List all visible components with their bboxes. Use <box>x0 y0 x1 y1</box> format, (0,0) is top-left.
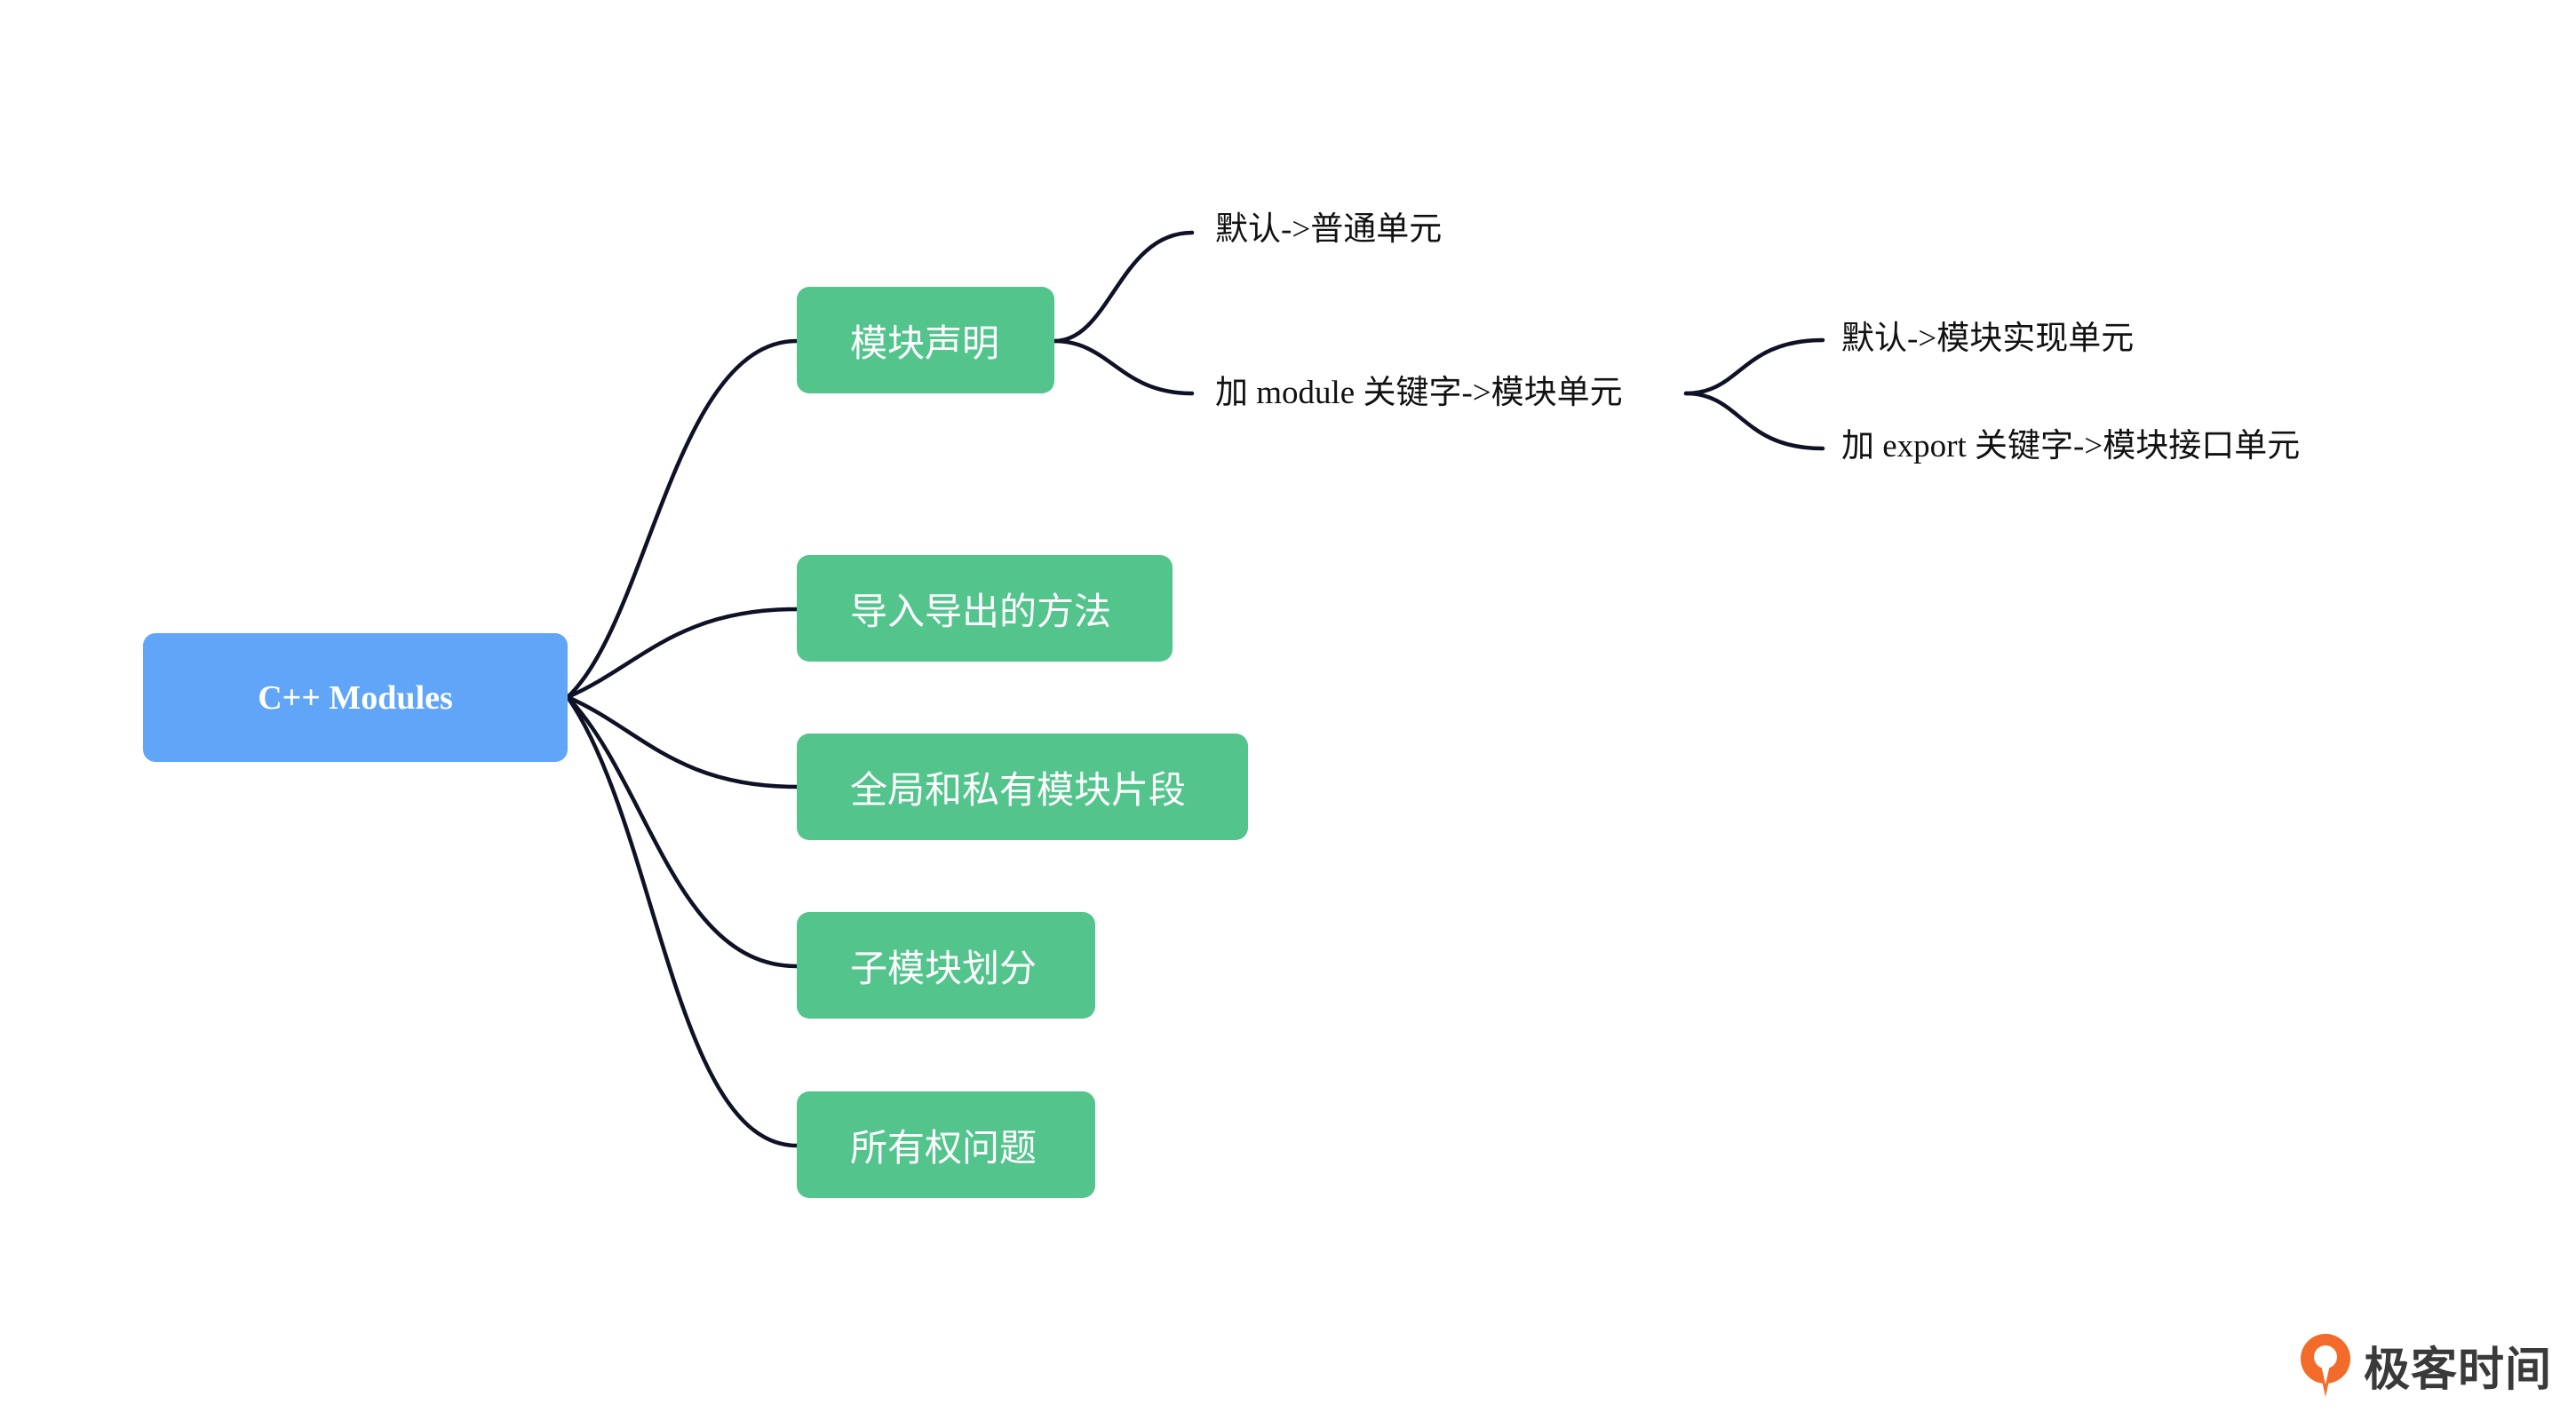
topic-label: 模块声明 <box>850 323 1000 365</box>
root-label: C++ Modules <box>258 678 453 717</box>
leaf-default-normal-unit[interactable]: 默认->普通单元 <box>1215 211 1443 248</box>
topic-import-export[interactable]: 导入导出的方法 <box>797 555 1173 662</box>
topic-global-private-fragments[interactable]: 全局和私有模块片段 <box>797 734 1248 840</box>
leaf-export-interface-unit[interactable]: 加 export 关键字->模块接口单元 <box>1841 428 2301 464</box>
topic-module-declaration[interactable]: 模块声明 <box>797 287 1054 393</box>
topic-ownership[interactable]: 所有权问题 <box>797 1091 1095 1198</box>
edge-module-unit-to-interface <box>1683 391 1825 451</box>
topic-label: 全局和私有模块片段 <box>850 770 1187 812</box>
root-node[interactable]: C++ Modules <box>143 633 568 762</box>
edge-root-to-submodules <box>565 694 799 969</box>
brand-mark-icon <box>2301 1334 2350 1397</box>
edge-root-to-import-export <box>565 607 799 700</box>
edge-declaration-to-default <box>1052 230 1195 344</box>
edge-module-unit-to-implementation <box>1683 337 1825 396</box>
leaf-module-keyword-unit[interactable]: 加 module 关键字->模块单元 <box>1215 375 1623 411</box>
leaf-default-implementation-unit[interactable]: 默认->模块实现单元 <box>1841 321 2135 357</box>
topic-label: 所有权问题 <box>850 1128 1038 1170</box>
edge-root-to-declaration <box>565 338 799 700</box>
brand-name: 极客时间 <box>2364 1344 2553 1396</box>
brand-logo: 极客时间 <box>2294 1329 2552 1400</box>
edge-root-to-ownership <box>565 694 799 1148</box>
edge-root-to-fragments <box>565 694 799 789</box>
topic-label: 导入导出的方法 <box>850 591 1112 633</box>
topic-submodule-partition[interactable]: 子模块划分 <box>797 912 1095 1019</box>
topic-label: 子模块划分 <box>850 948 1038 990</box>
edge-declaration-to-module-unit <box>1052 338 1195 396</box>
